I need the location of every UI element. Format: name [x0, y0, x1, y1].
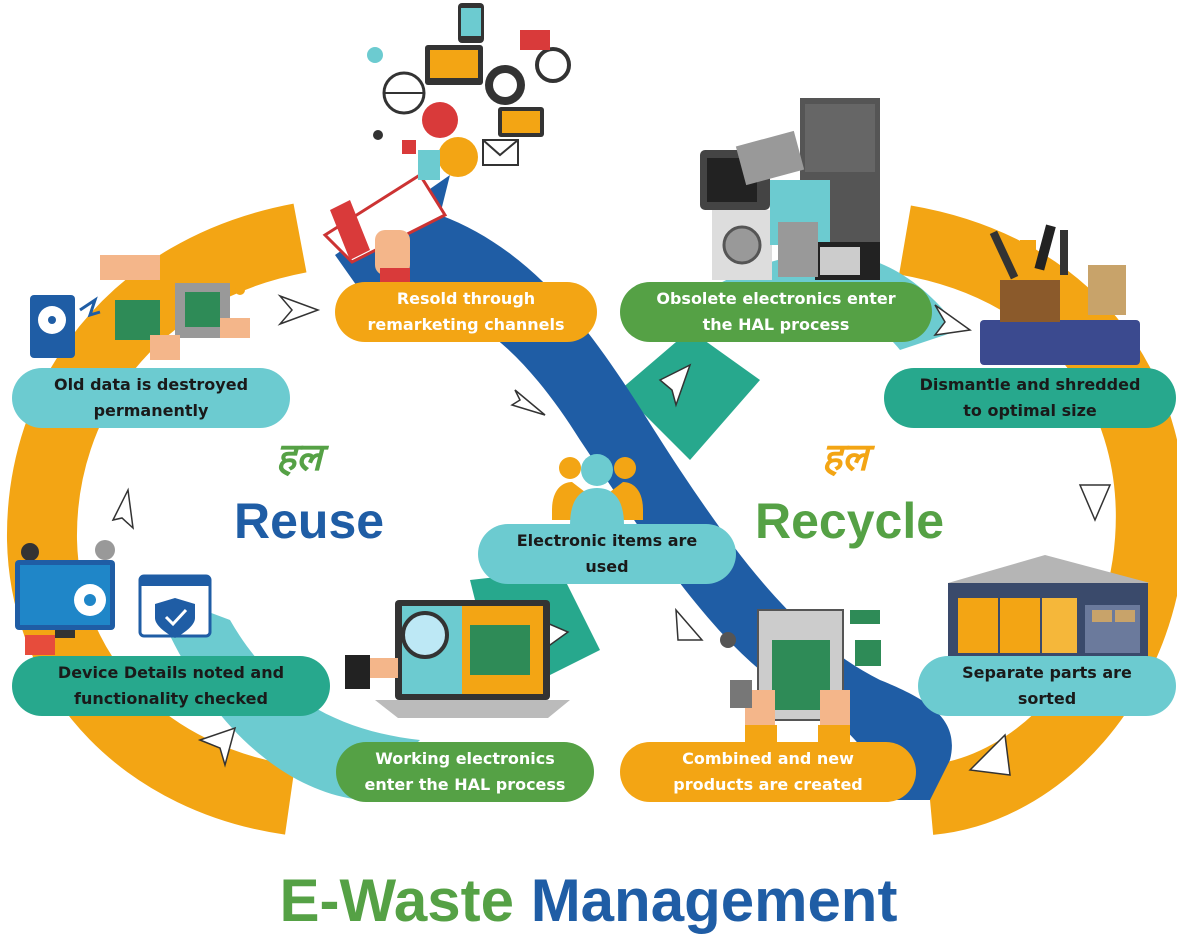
monitor-gear-icon [15, 540, 115, 655]
user-group-icon [552, 454, 643, 525]
arrow-6 [658, 363, 692, 408]
hard-drive-icon [30, 295, 101, 358]
step-resold-line2: remarketing channels [367, 315, 565, 334]
title-part1: E-Waste [279, 867, 515, 934]
center-used-pill: Electronic items are used [478, 524, 736, 584]
social-icons-cluster [367, 3, 571, 180]
arrow-9 [1078, 484, 1112, 522]
arrow-3 [197, 726, 237, 768]
right-brand-mark: हल [822, 435, 868, 479]
reuse-heading: Reuse [234, 493, 385, 549]
motherboard-hands-icon [720, 609, 881, 745]
step-resold-line1: Resold through [396, 289, 536, 308]
step-device-details-line2: functionality checked [74, 689, 268, 708]
step-sorted-line2: sorted [1017, 689, 1077, 708]
arrow-8 [933, 304, 972, 337]
step-obsolete-line1: Obsolete electronics enter [656, 289, 896, 308]
page-title: E-Waste Management [0, 866, 1177, 935]
shredder-icon [980, 224, 1140, 365]
left-orange-arc [6, 203, 307, 835]
step-sorted-line1: Separate parts are [962, 663, 1132, 682]
step-dismantle-pill: Dismantle and shredded to optimal size [884, 368, 1176, 428]
step-obsolete-line2: the HAL process [702, 315, 850, 334]
step-combined-line2: products are created [673, 775, 863, 794]
arrow-4 [510, 389, 546, 416]
step-data-destroyed-pill: Old data is destroyed permanently [12, 368, 290, 428]
step-device-details-line1: Device Details noted and [57, 663, 285, 682]
step-working-pill: Working electronics enter the HAL proces… [336, 742, 594, 802]
laptop-magnifier-icon [345, 600, 570, 718]
center-line1: Electronic items are [516, 531, 698, 550]
step-dismantle-line1: Dismantle and shredded [919, 375, 1141, 394]
right-green-band [620, 330, 760, 460]
megaphone-icon [322, 172, 448, 282]
step-sorted-pill: Separate parts are sorted [918, 656, 1176, 716]
arrow-10 [968, 733, 1011, 776]
step-resold-pill: Resold through remarketing channels [335, 282, 597, 342]
step-data-destroyed-line2: permanently [93, 401, 209, 420]
search-icon [535, 47, 571, 83]
step-combined-line1: Combined and new [682, 749, 854, 768]
title-part2: Management [530, 867, 898, 934]
step-combined-pill: Combined and new products are created [620, 742, 916, 802]
circuit-board-icon [100, 255, 250, 360]
step-working-line1: Working electronics [375, 749, 555, 768]
step-dismantle-line2: to optimal size [963, 401, 1097, 420]
recycle-heading: Recycle [755, 493, 945, 549]
step-obsolete-pill: Obsolete electronics enter the HAL proce… [620, 282, 932, 342]
arrow-7 [675, 607, 704, 641]
step-working-line2: enter the HAL process [364, 775, 566, 794]
left-brand-mark: हल [276, 435, 322, 479]
arrow-2 [111, 487, 135, 530]
arrow-1 [277, 294, 321, 326]
center-line2: used [585, 557, 629, 576]
lightbulb-icon [438, 137, 478, 177]
step-data-destroyed-line1: Old data is destroyed [53, 375, 249, 394]
shield-check-icon [138, 574, 212, 638]
report-icon [422, 102, 458, 138]
step-device-details-pill: Device Details noted and functionality c… [12, 656, 330, 716]
ewaste-pile-icon [700, 98, 880, 280]
warehouse-icon [948, 555, 1150, 658]
